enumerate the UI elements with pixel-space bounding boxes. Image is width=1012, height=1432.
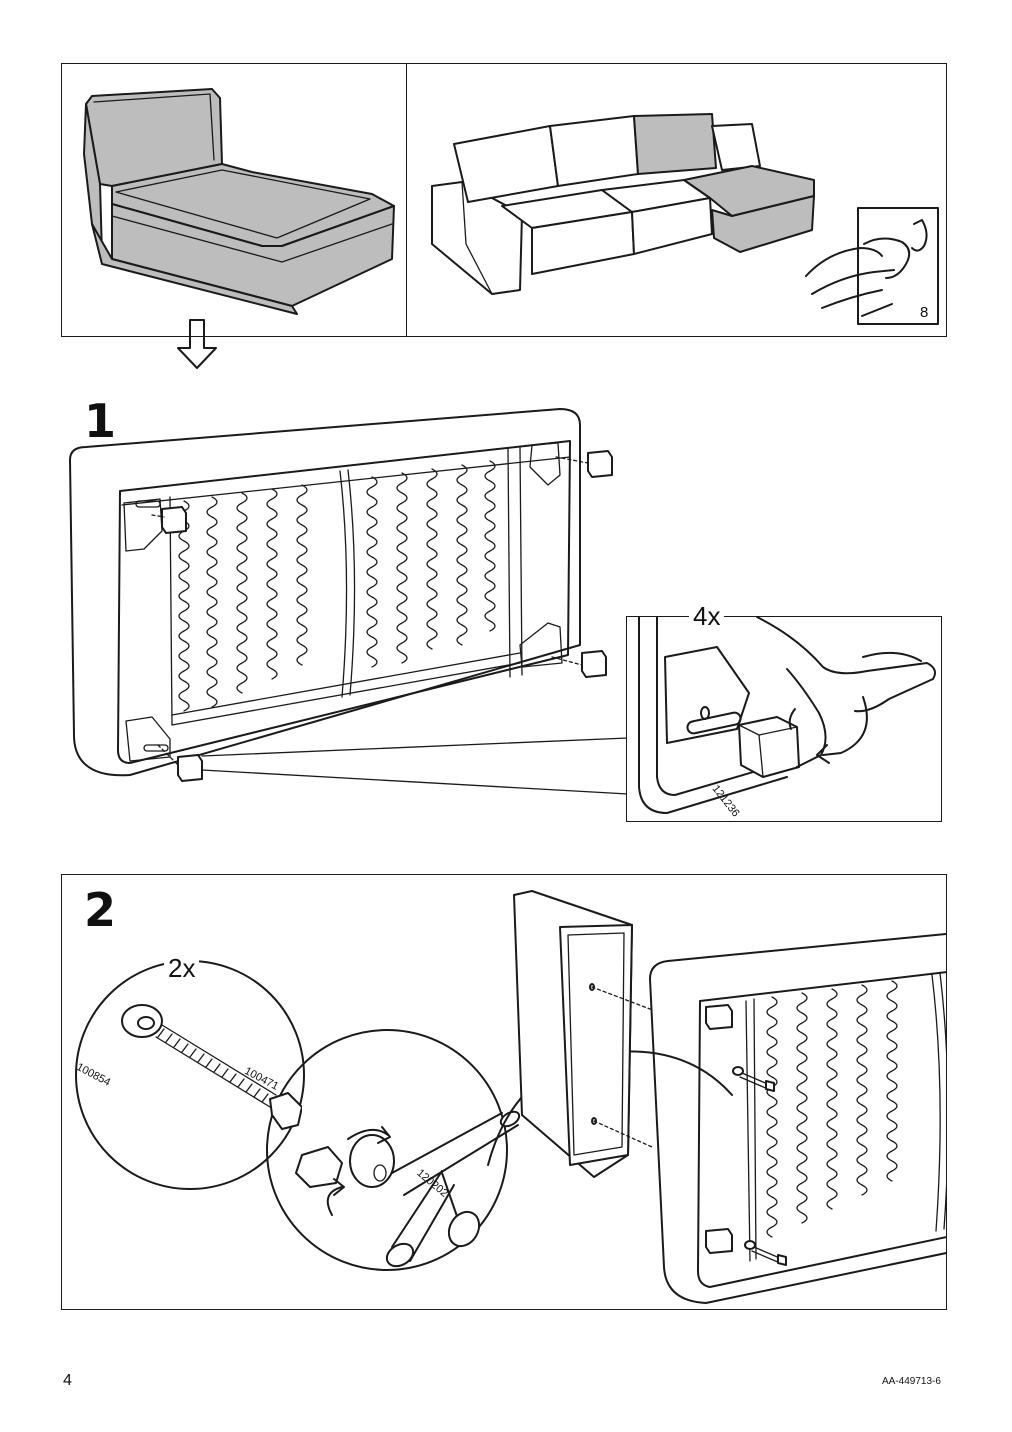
step-2-number: 2 (84, 883, 117, 937)
step-1-number: 1 (84, 394, 117, 448)
wrench-illustration (295, 1110, 521, 1268)
zoom-connector (201, 737, 629, 795)
step-1-frame-illustration (69, 408, 613, 782)
wrench-circle (266, 1029, 508, 1271)
page-reference-number: 8 (920, 304, 929, 321)
chaise-longue-illustration (83, 88, 395, 315)
step-2-quantity: 2x (164, 955, 200, 981)
step-2-panel: 2 2x 100854 100471 (61, 874, 947, 1310)
top-panel: 8 (61, 63, 947, 337)
armrest-illustration (513, 890, 653, 1178)
page-number: 4 (63, 1372, 72, 1389)
down-arrow-icon (177, 319, 217, 369)
step-1-detail-panel: 4x 121236 (626, 603, 942, 822)
bolt-washer-illustration (121, 1004, 302, 1130)
step-1-detail-illustration (638, 617, 936, 814)
manual-page-icon (805, 207, 939, 325)
sofa-illustration (431, 113, 815, 295)
step-2-frame-illustration (649, 932, 946, 1304)
document-code: AA-449713-6 (882, 1376, 941, 1387)
panel-divider (406, 64, 407, 336)
manual-page-reference: 8 (802, 204, 942, 328)
rotate-arrow-icon (822, 696, 868, 756)
step-1-quantity: 4x (689, 603, 725, 629)
